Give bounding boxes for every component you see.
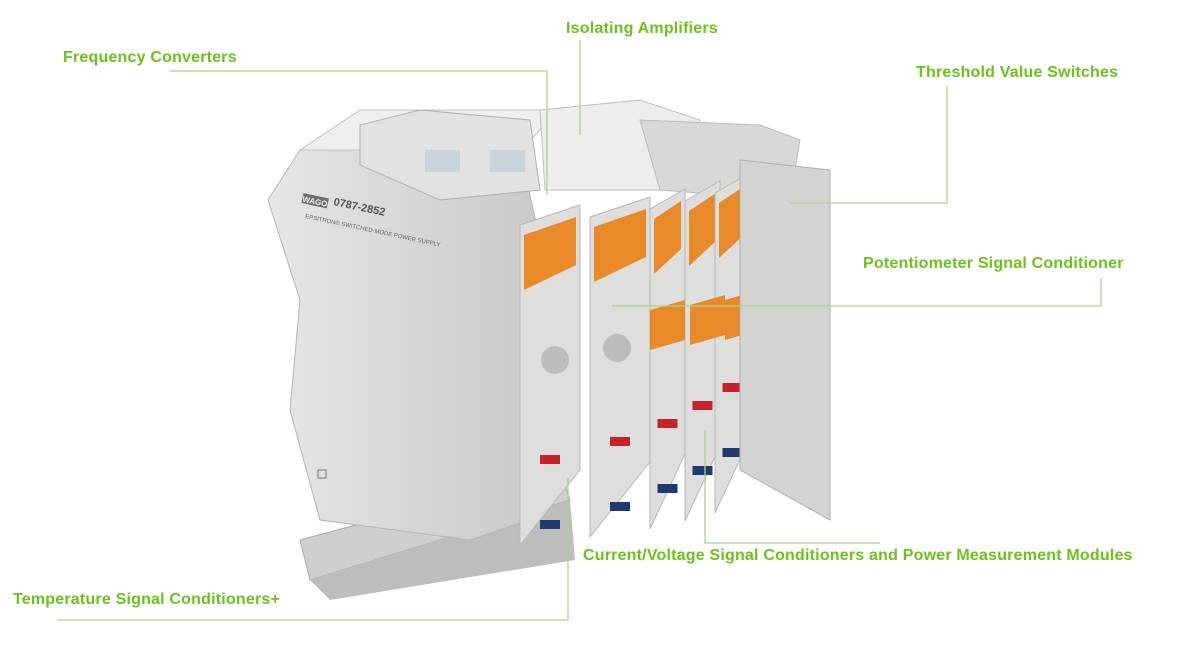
leader-frequency [170,70,548,195]
red-tab [540,455,560,464]
leader-potentiometer [612,278,1102,307]
orange-terminal [719,185,746,258]
conductor-hole [603,334,631,362]
red-tab [692,401,713,410]
label-threshold-value-switches: Threshold Value Switches [916,64,1119,81]
blue-tab [610,502,630,511]
label-current-voltage-conditioners: Current/Voltage Signal Conditioners and … [583,547,1133,564]
orange-terminal [654,201,681,274]
label-potentiometer-signal-conditioner: Potentiometer Signal Conditioner [863,255,1124,272]
orange-terminal [650,300,685,350]
orange-terminal [524,217,576,290]
leader-temperature [57,478,569,621]
blue-tab [722,448,743,457]
label-temperature-signal-conditioners: Temperature Signal Conditioners+ [13,591,281,608]
red-tab [657,419,678,428]
leader-current-voltage [704,430,880,544]
blue-tab [692,466,713,475]
orange-terminal [594,209,646,282]
power-supply-module: WAGO 0787-2852 EPSITRON® SWITCHED-MODE P… [267,109,562,541]
conductor-hole [541,346,569,374]
label-isolating-amplifiers: Isolating Amplifiers [566,20,718,37]
red-tab [610,437,630,446]
display-modules [359,99,801,201]
module-housing [519,204,581,547]
red-tab [722,383,743,392]
leader-threshold [790,86,948,204]
orange-terminal [690,295,725,345]
blue-tab [540,520,560,529]
label-frequency-converters: Frequency Converters [63,49,237,66]
terminal-blocks [739,159,831,521]
blue-tab [657,484,678,493]
orange-terminal [689,193,716,266]
